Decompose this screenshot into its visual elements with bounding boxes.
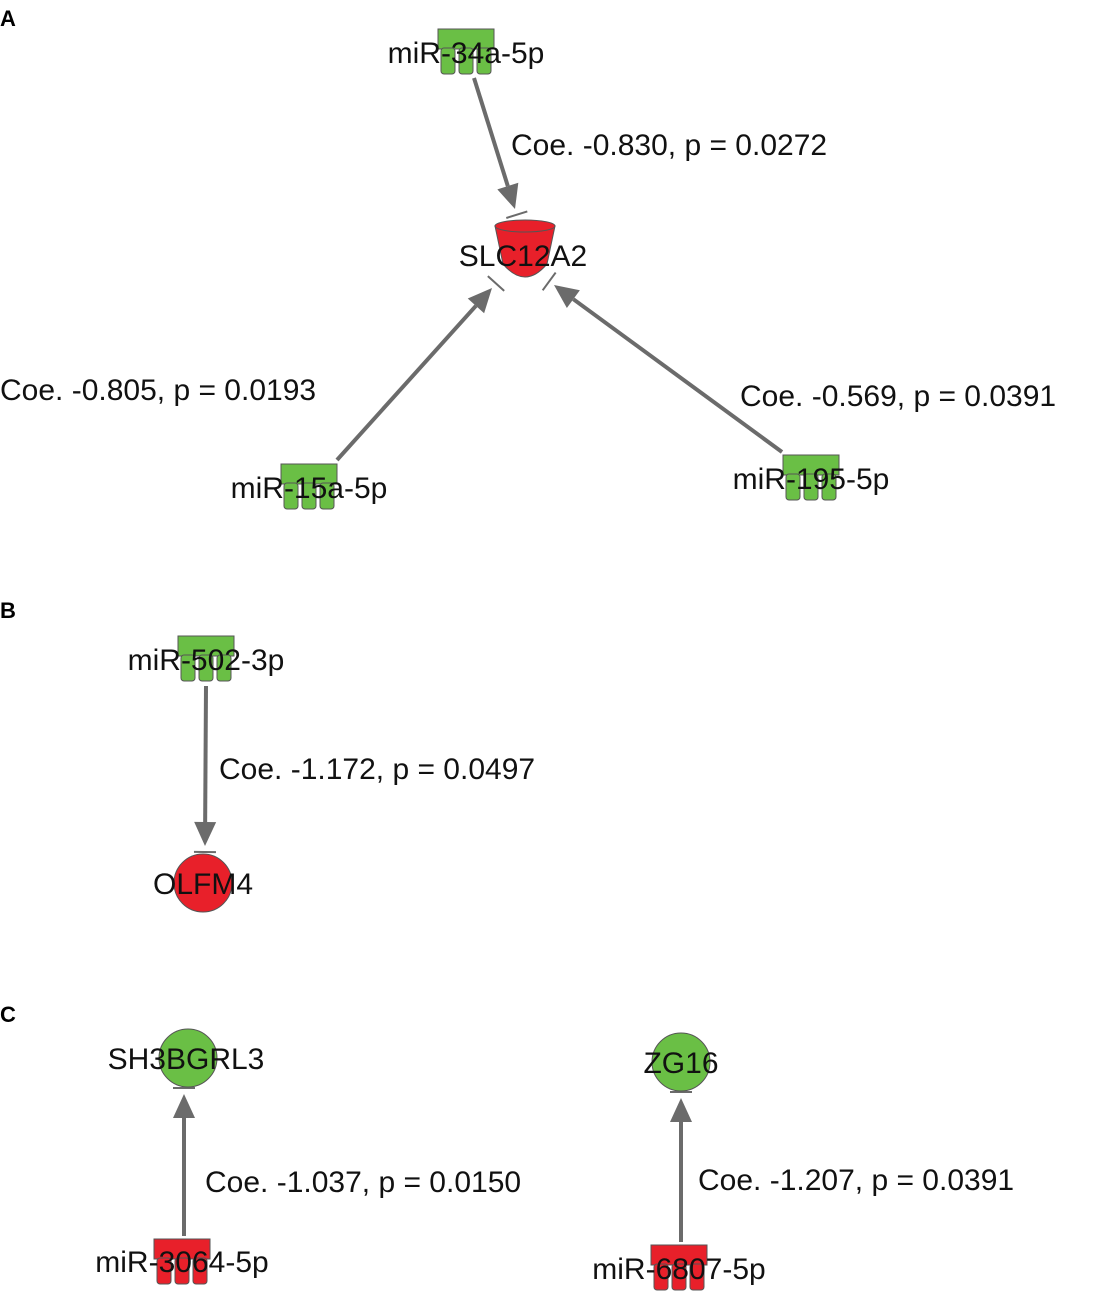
arrowhead bbox=[173, 1094, 195, 1118]
panel-label-c: C bbox=[0, 1002, 16, 1027]
microrna-icon bbox=[650, 1244, 708, 1291]
edge-label: Coe. -0.830, p = 0.0272 bbox=[511, 129, 827, 162]
panel-label-a: A bbox=[0, 6, 16, 31]
edge-mir6807-zg16 bbox=[670, 1091, 692, 1242]
edge-mir3064-sh3bgrl3 bbox=[173, 1087, 195, 1236]
edge-mir15a-slc12a2 bbox=[335, 275, 505, 462]
edges-layer bbox=[173, 77, 784, 1242]
microrna-icon bbox=[782, 454, 840, 501]
edge-mir195-slc12a2 bbox=[541, 271, 784, 454]
arrowhead bbox=[467, 288, 492, 314]
arrowhead bbox=[497, 182, 519, 209]
edge-label: Coe. -0.569, p = 0.0391 bbox=[740, 380, 1056, 413]
edge-line bbox=[335, 304, 478, 462]
node-label-mir34a: miR-34a-5p bbox=[388, 37, 545, 70]
edge-line bbox=[572, 297, 784, 454]
node-label-zg16: ZG16 bbox=[643, 1047, 718, 1080]
edge-line bbox=[472, 77, 510, 187]
node-label-mir6807: miR-6807-5p bbox=[592, 1253, 765, 1286]
node-label-mir3064: miR-3064-5p bbox=[95, 1246, 268, 1279]
arrowhead bbox=[670, 1098, 692, 1122]
microrna-icon bbox=[280, 463, 338, 510]
node-label-slc12a2: SLC12A2 bbox=[459, 240, 587, 273]
transporter-icon bbox=[494, 219, 556, 278]
node-label-sh3bgrl3: SH3BGRL3 bbox=[108, 1043, 265, 1076]
edge-mir502-olfm4 bbox=[193, 685, 217, 854]
microrna-icon bbox=[437, 28, 495, 75]
edge-bar bbox=[541, 271, 557, 291]
edge-bar bbox=[487, 275, 505, 292]
panel-label-b: B bbox=[0, 598, 16, 623]
node-label-mir502: miR-502-3p bbox=[128, 644, 285, 677]
arrowhead bbox=[554, 285, 580, 309]
edge-label: Coe. -0.805, p = 0.0193 bbox=[0, 374, 316, 407]
edge-label: Coe. -1.207, p = 0.0391 bbox=[698, 1164, 1014, 1197]
node-label-mir15a: miR-15a-5p bbox=[231, 472, 388, 505]
microrna-icon bbox=[177, 635, 235, 682]
edge-line bbox=[203, 685, 208, 823]
nodes-layer bbox=[153, 28, 840, 1291]
node-label-mir195: miR-195-5p bbox=[733, 463, 890, 496]
gene-node-icon bbox=[173, 853, 233, 913]
gene-node-icon bbox=[158, 1028, 218, 1088]
gene-node-icon bbox=[651, 1032, 711, 1092]
microrna-icon bbox=[153, 1238, 211, 1285]
edge-label: Coe. -1.172, p = 0.0497 bbox=[219, 753, 535, 786]
arrowhead bbox=[194, 821, 217, 846]
edge-label: Coe. -1.037, p = 0.0150 bbox=[205, 1166, 521, 1199]
edge-bar bbox=[505, 210, 528, 219]
edge-mir34a-slc12a2 bbox=[472, 77, 528, 219]
node-label-olfm4: OLFM4 bbox=[153, 868, 253, 901]
